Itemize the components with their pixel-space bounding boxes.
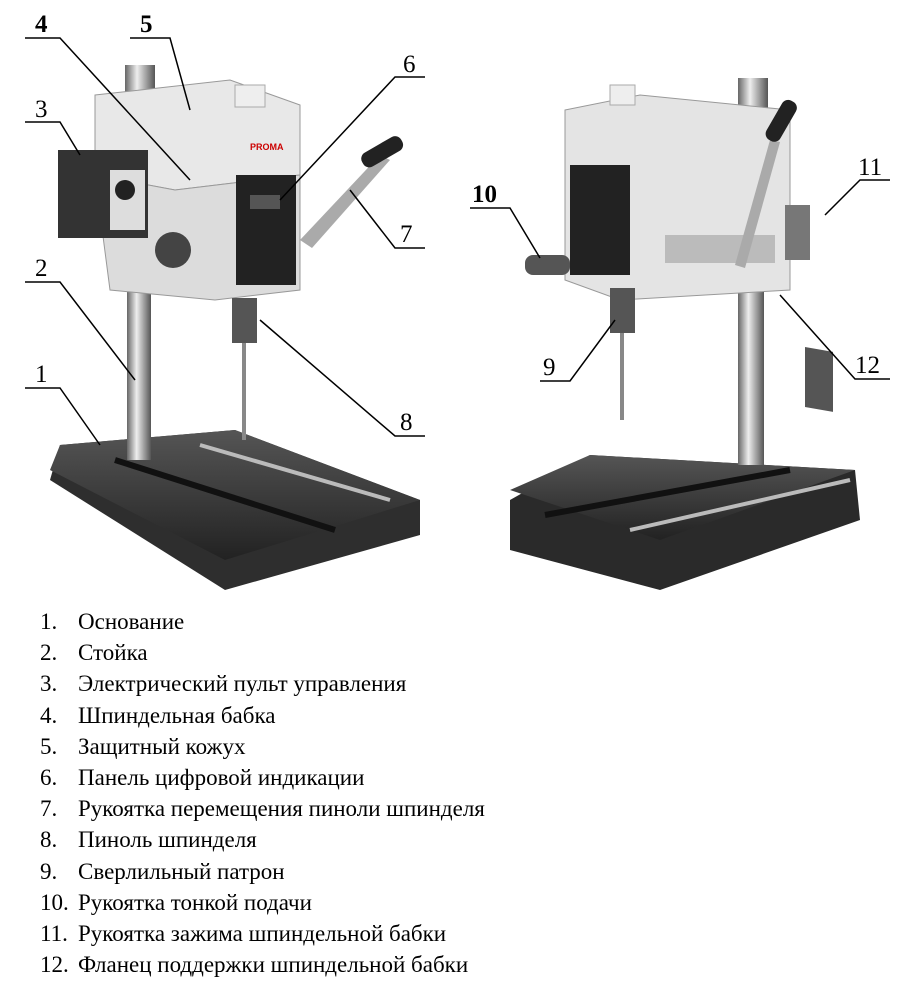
callout-8: 8 [400,409,413,436]
legend-item: 2. Стойка [40,637,485,668]
legend-num: 9. [40,858,58,884]
proma-logo: PROMA [250,142,284,152]
legend-text: Электрический пульт управления [78,671,407,697]
callout-2: 2 [35,255,48,282]
legend-text: Основание [78,609,185,634]
legend-num: 6. [40,764,58,790]
legend-item: 10. Рукоятка тонкой подачи [40,887,485,918]
legend-num: 7. [40,796,58,822]
legend-text: Рукоятка зажима шпиндельной бабки [78,920,447,946]
callout-3: 3 [35,96,48,123]
parts-legend: 1. Основание 2. Стойка 3. Электрический пул… [40,606,485,980]
left-drill-press: PROMA [50,65,420,590]
callout-5: 5 [140,11,153,38]
legend-item: 8. Пиноль шпинделя [40,824,485,855]
callout-9: 9 [543,354,556,381]
legend-text: Рукоятка тонкой подачи [78,889,312,915]
legend-item: 5. Защитный кожух [40,731,485,762]
legend-num: 12. [40,952,69,978]
legend-item: 1. Основание [40,606,485,637]
feed-handle [300,155,390,248]
legend-item: 11. Рукоятка зажима шпиндельной бабки [40,918,485,949]
column [127,285,151,460]
legend-item: 9. Сверлильный патрон [40,856,485,887]
legend-text: Сверлильный патрон [78,858,285,884]
callout-10: 10 [472,181,497,208]
legend-item: 4. Шпиндельная бабка [40,700,485,731]
legend-num: 8. [40,827,58,853]
drill-press-figure: PROMA [25,11,890,590]
callout-12: 12 [855,352,880,379]
legend-text: Панель цифровой индикации [78,764,365,790]
legend-text: Пиноль шпинделя [78,827,257,853]
legend-item: 6. Панель цифровой индикации [40,762,485,793]
leader-lines [25,37,890,446]
legend-text: Фланец поддержки шпиндельной бабки [78,952,469,978]
callout-1: 1 [35,361,48,388]
legend-num: 11. [40,920,68,946]
legend-num: 10. [40,889,69,915]
drill-press-illustration: PROMA [25,37,890,590]
legend-text: Рукоятка перемещения пиноли шпинделя [78,796,485,822]
legend-num: 5. [40,733,58,759]
callout-4: 4 [35,11,48,38]
legend-item: 3. Электрический пульт управления [40,668,485,699]
legend-text: Шпиндельная бабка [78,702,276,728]
legend-num: 3. [40,671,58,697]
callout-11: 11 [858,154,883,181]
right-drill-press [510,78,860,590]
legend-text: Защитный кожух [78,733,246,759]
callout-7: 7 [400,221,413,248]
legend-num: 4. [40,702,58,728]
legend-num: 1. [40,609,58,634]
chuck [232,298,257,343]
legend-text: Стойка [78,640,148,666]
legend-item: 12. Фланец поддержки шпиндельной бабки [40,949,485,980]
legend-item: 7. Рукоятка перемещения пиноли шпинделя [40,793,485,824]
callout-6: 6 [403,51,416,78]
legend-num: 2. [40,640,58,666]
